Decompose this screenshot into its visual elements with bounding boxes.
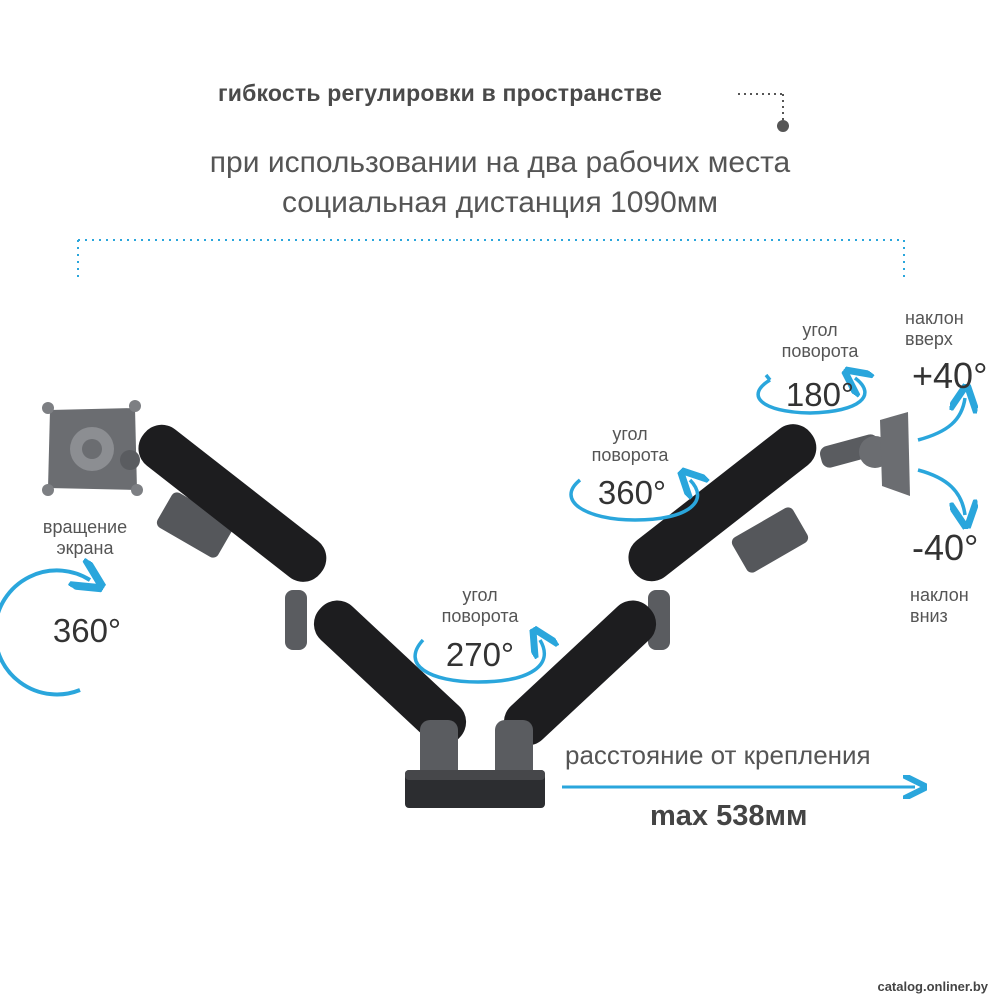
pivot-top-label-line1: угол bbox=[802, 320, 838, 340]
subtitle-line-2: социальная дистанция 1090мм bbox=[281, 186, 719, 219]
swivel-arc-360 bbox=[569, 480, 698, 522]
distance-value: max 538мм bbox=[650, 800, 808, 832]
rotation-label-line1: вращение bbox=[42, 517, 128, 537]
span-bracket bbox=[77, 239, 905, 280]
tilt-up-label: наклон вверх bbox=[905, 308, 975, 350]
watermark: catalog.onliner.by bbox=[877, 979, 988, 994]
tilt-up-value: +40° bbox=[912, 355, 988, 396]
pivot-mid-label-line1: угол bbox=[612, 424, 648, 444]
right-arm bbox=[495, 412, 910, 790]
vesa-plate-left bbox=[42, 400, 143, 496]
rotation-ring-left bbox=[0, 570, 90, 697]
tilt-up-label-line1: наклон bbox=[905, 308, 964, 328]
pivot-top-value: 180° bbox=[785, 376, 855, 413]
page-heading: гибкость регулировки в пространстве bbox=[218, 80, 663, 106]
pivot-base-value: 270° bbox=[445, 636, 515, 673]
tilt-down-label-line2: вниз bbox=[910, 606, 948, 626]
subtitle-line-1: при использовании на два рабочих места bbox=[209, 146, 791, 179]
left-arm bbox=[120, 424, 467, 790]
pivot-base-label-line2: поворота bbox=[441, 606, 519, 626]
desk-clamp bbox=[405, 770, 545, 808]
distance-label: расстояние от крепления bbox=[565, 740, 871, 770]
swivel-arc-270 bbox=[413, 640, 544, 684]
tilt-up-label-line2: вверх bbox=[905, 329, 953, 349]
swivel-arc-180 bbox=[756, 375, 865, 415]
rotation-label-line2: экрана bbox=[56, 538, 114, 558]
pivot-mid-label-line2: поворота bbox=[591, 445, 669, 465]
pivot-base-label: угол поворота bbox=[420, 585, 540, 627]
pivot-top-label: угол поворота bbox=[760, 320, 880, 362]
pivot-base-label-line1: угол bbox=[462, 585, 498, 605]
rotation-label: вращение экрана bbox=[30, 517, 140, 559]
header-connector bbox=[738, 93, 789, 132]
pivot-mid-value: 360° bbox=[597, 474, 667, 511]
tilt-down-label-line1: наклон bbox=[910, 585, 969, 605]
tilt-up-arrow bbox=[917, 398, 965, 442]
tilt-down-arrow bbox=[917, 468, 965, 515]
rotation-value: 360° bbox=[52, 612, 122, 649]
pivot-top-label-line2: поворота bbox=[781, 341, 859, 361]
tilt-down-label: наклон вниз bbox=[910, 585, 980, 627]
pivot-mid-label: угол поворота bbox=[570, 424, 690, 466]
tilt-down-value: -40° bbox=[912, 527, 979, 568]
